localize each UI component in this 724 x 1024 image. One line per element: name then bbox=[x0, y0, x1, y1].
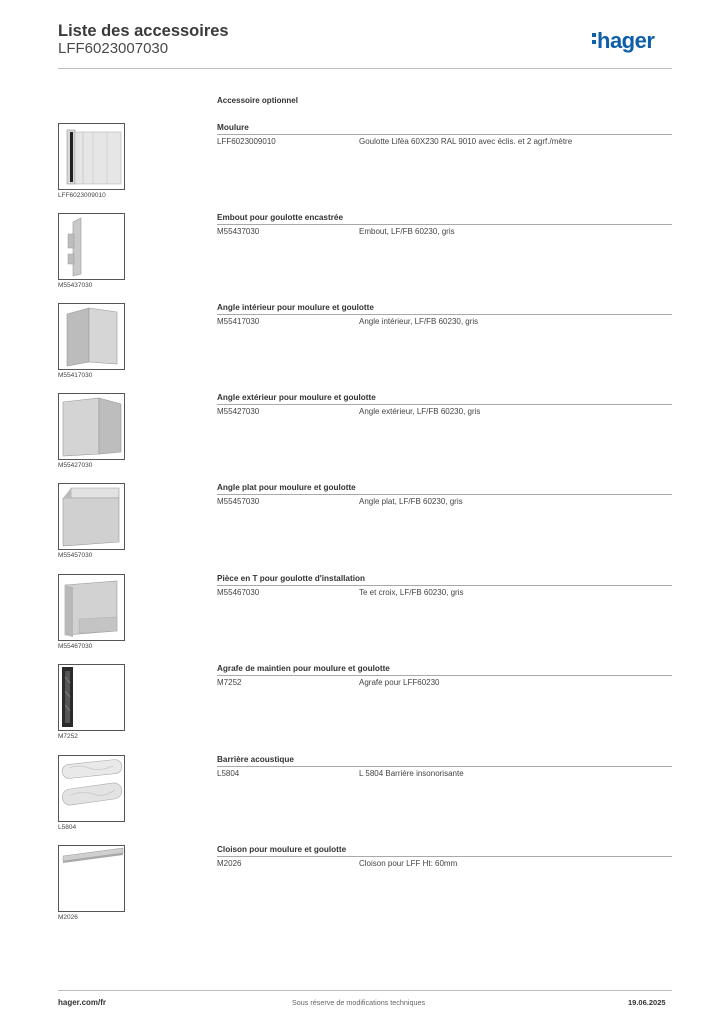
item-title: Moulure bbox=[217, 123, 249, 132]
barriere-image bbox=[58, 755, 125, 822]
section-title: Accessoire optionnel bbox=[217, 96, 298, 105]
item-divider bbox=[217, 766, 672, 767]
item-description: Cloison pour LFF Ht: 60mm bbox=[359, 859, 458, 868]
angle-plat-image bbox=[58, 483, 125, 550]
item-reference: M55457030 bbox=[217, 497, 260, 506]
item-divider bbox=[217, 856, 672, 857]
item-reference: L5804 bbox=[217, 769, 240, 778]
accessory-item: M55427030 Angle extérieur pour moulure e… bbox=[0, 393, 724, 483]
footer-notice: Sous réserve de modifications techniques bbox=[292, 998, 426, 1007]
item-reference: M55417030 bbox=[217, 317, 260, 326]
logo-text: hager bbox=[597, 28, 655, 53]
item-description: Angle intérieur, LF/FB 60230, gris bbox=[359, 317, 479, 326]
item-title: Angle intérieur pour moulure et goulotte bbox=[217, 303, 374, 312]
accessory-item: M55467030 Pièce en T pour goulotte d'ins… bbox=[0, 574, 724, 664]
cloison-image bbox=[58, 845, 125, 912]
image-reference: M2026 bbox=[58, 914, 78, 921]
accessory-item: M55437030 Embout pour goulotte encastrée… bbox=[0, 213, 724, 303]
angle-interieur-image bbox=[58, 303, 125, 370]
hager-logo: hager bbox=[592, 28, 655, 54]
footer-divider bbox=[58, 990, 672, 991]
item-divider bbox=[217, 494, 672, 495]
image-reference: M55417030 bbox=[58, 372, 93, 379]
item-reference: M55427030 bbox=[217, 407, 260, 416]
item-divider bbox=[217, 224, 672, 225]
image-reference: L5804 bbox=[58, 824, 77, 831]
item-divider bbox=[217, 585, 672, 586]
item-description: Angle extérieur, LF/FB 60230, gris bbox=[359, 407, 481, 416]
document-title: Liste des accessoires bbox=[58, 22, 229, 40]
footer-website[interactable]: hager.com/fr bbox=[58, 998, 107, 1007]
angle-exterieur-image bbox=[58, 393, 125, 460]
piece-t-image bbox=[58, 574, 125, 641]
item-reference: LFF6023009010 bbox=[217, 137, 276, 146]
item-description: Te et croix, LF/FB 60230, gris bbox=[359, 588, 464, 597]
embout-image bbox=[58, 213, 125, 280]
image-reference: M55457030 bbox=[58, 552, 93, 559]
item-title: Pièce en T pour goulotte d'installation bbox=[217, 574, 365, 583]
footer-date: 19.06.2025 bbox=[628, 998, 666, 1007]
image-reference: M55437030 bbox=[58, 282, 93, 289]
item-title: Agrafe de maintien pour moulure et goulo… bbox=[217, 664, 390, 673]
accessory-item: M55457030 Angle plat pour moulure et gou… bbox=[0, 483, 724, 573]
moulure-image bbox=[58, 123, 125, 190]
item-reference: M2026 bbox=[217, 859, 242, 868]
image-reference: M55467030 bbox=[58, 643, 93, 650]
item-reference: M55437030 bbox=[217, 227, 260, 236]
agrafe-image bbox=[58, 664, 125, 731]
item-title: Angle extérieur pour moulure et goulotte bbox=[217, 393, 376, 402]
document-reference: LFF6023007030 bbox=[58, 40, 169, 57]
item-description: L 5804 Barrière insonorisante bbox=[359, 769, 464, 778]
item-title: Angle plat pour moulure et goulotte bbox=[217, 483, 356, 492]
item-title: Embout pour goulotte encastrée bbox=[217, 213, 344, 222]
image-reference: M55427030 bbox=[58, 462, 93, 469]
item-title: Cloison pour moulure et goulotte bbox=[217, 845, 347, 854]
accessory-item: LFF6023009010 Moulure LFF6023009010 Goul… bbox=[0, 123, 724, 213]
item-title: Barrière acoustique bbox=[217, 755, 294, 764]
item-divider bbox=[217, 404, 672, 405]
item-divider bbox=[217, 675, 672, 676]
accessory-item: M7252 Agrafe de maintien pour moulure et… bbox=[0, 664, 724, 754]
item-divider bbox=[217, 314, 672, 315]
item-divider bbox=[217, 134, 672, 135]
accessory-item: M55417030 Angle intérieur pour moulure e… bbox=[0, 303, 724, 393]
item-reference: M7252 bbox=[217, 678, 242, 687]
item-description: Goulotte Lifëa 60X230 RAL 9010 avec écli… bbox=[359, 137, 573, 146]
image-reference: M7252 bbox=[58, 733, 78, 740]
header-divider bbox=[58, 68, 672, 69]
logo-dots-icon bbox=[592, 30, 597, 47]
item-description: Agrafe pour LFF60230 bbox=[359, 678, 440, 687]
image-reference: LFF6023009010 bbox=[58, 192, 106, 199]
item-reference: M55467030 bbox=[217, 588, 260, 597]
accessory-item: M2026 Cloison pour moulure et goulotte M… bbox=[0, 845, 724, 935]
item-description: Embout, LF/FB 60230, gris bbox=[359, 227, 455, 236]
item-description: Angle plat, LF/FB 60230, gris bbox=[359, 497, 463, 506]
accessory-item: L5804 Barrière acoustique L5804 L 5804 B… bbox=[0, 755, 724, 845]
